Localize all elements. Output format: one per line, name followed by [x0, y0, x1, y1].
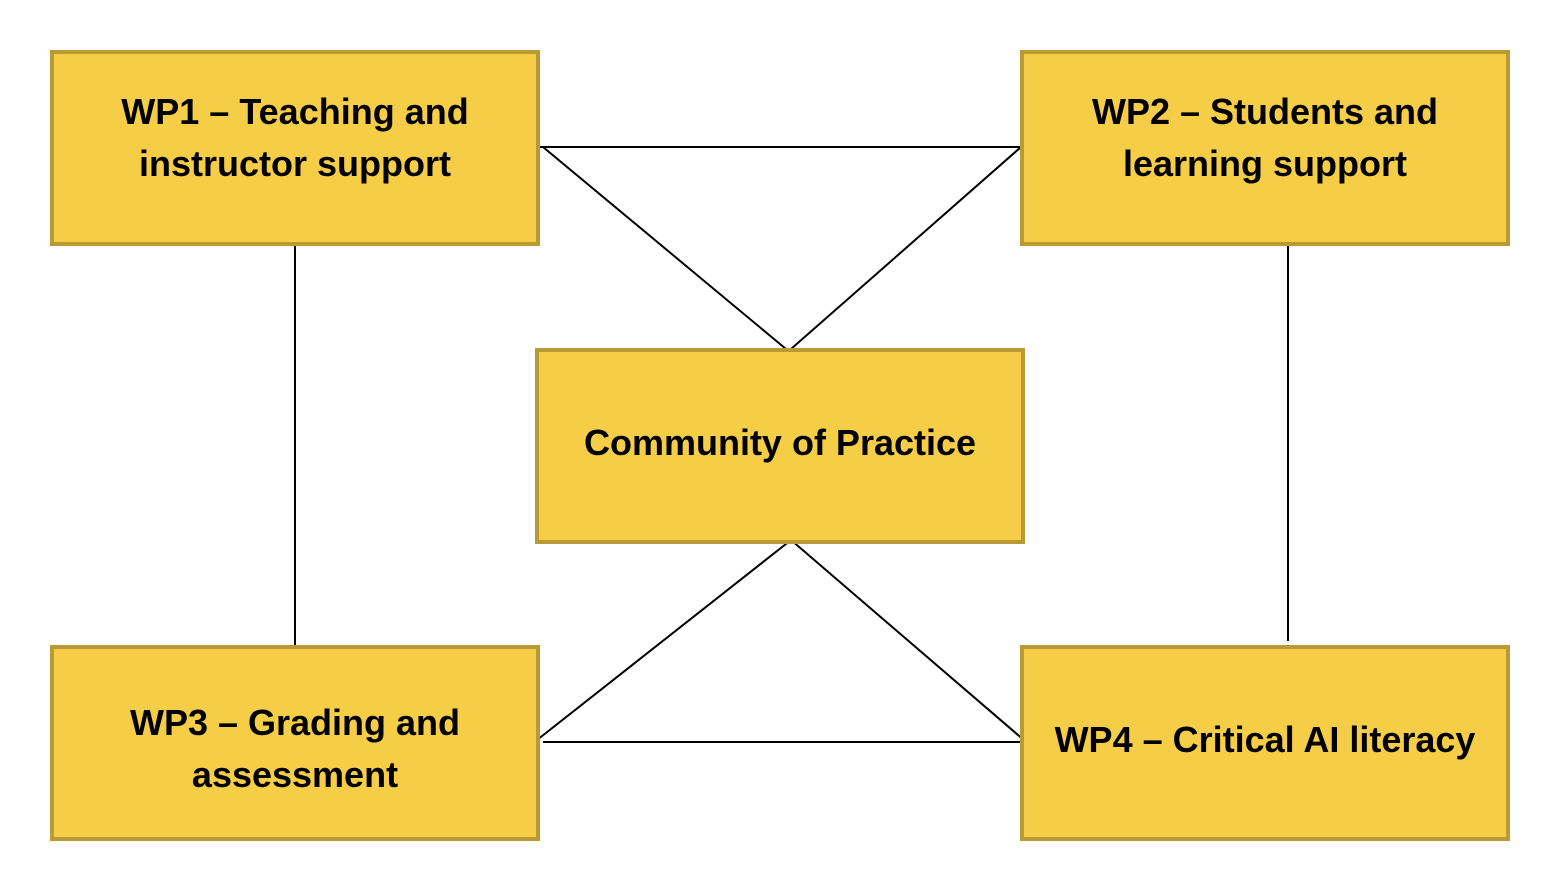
node-wp4-critical-ai-literacy: WP4 – Critical AI literacy	[1020, 645, 1510, 841]
edge-wp1-cop	[542, 146, 787, 350]
edge-cop-wp4	[790, 539, 1026, 742]
node-cop-label: Community of Practice	[583, 422, 977, 463]
node-community-of-practice: Community of Practice	[535, 348, 1025, 544]
node-wp4-label: WP4 – Critical AI literacy	[1054, 719, 1476, 760]
edge-cop-wp3	[536, 539, 792, 741]
edge-wp2-cop	[790, 146, 1022, 350]
